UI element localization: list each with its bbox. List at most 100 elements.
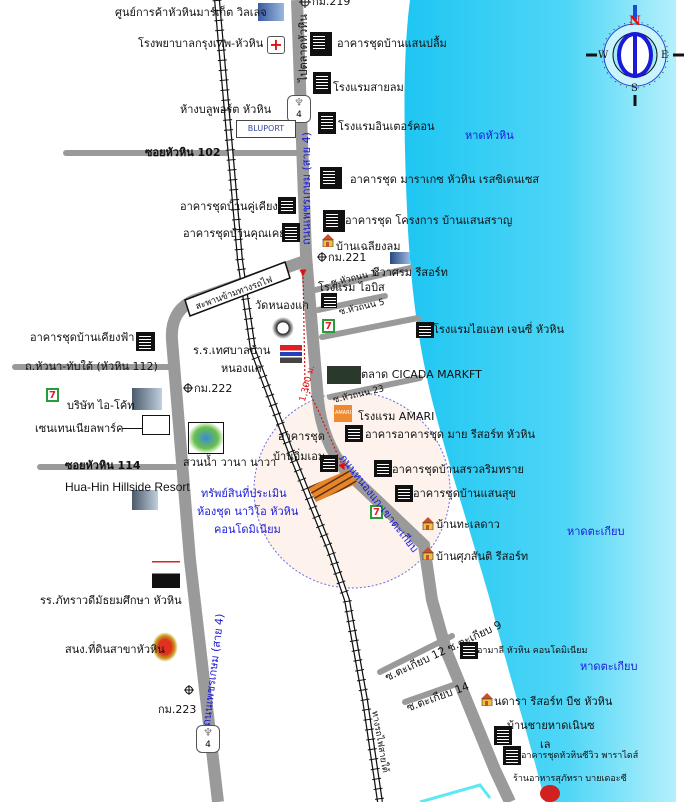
label-bluport-mall: ห้างบลูพอร์ต หัวหิน — [180, 103, 272, 116]
label-market-village: ศูนย์การค้าหัวหินมาร์เก็ต วิลเลจ — [115, 6, 267, 19]
label-baan-kiang-fah: อาคารชุดบ้านเคียงฟ้า — [30, 331, 135, 344]
label-baan-suan-rim-sai: อาคารชุดบ้านสรวลริมทราย — [392, 463, 524, 476]
label-bangkok-hospital: โรงพยาบาลกรุงเทพ-หัวหิน — [138, 37, 264, 50]
building-icon — [345, 425, 363, 442]
label-vana-nava: สวนน้ำ วานา นาวา — [183, 456, 277, 469]
building-icon — [320, 167, 342, 189]
temple-icon — [270, 315, 296, 341]
label-km221: กม.221 — [328, 251, 367, 264]
label-baan-chai-haad-line2: เล — [540, 738, 551, 751]
label-seaview-paradise: อาคารชุดหัวหินซีวิว พาราไดส์ — [521, 751, 639, 761]
label-intercon-hotel: โรงแรมอินเตอร์คอน — [338, 120, 435, 133]
building-icon — [136, 332, 155, 351]
compass-n: N — [629, 14, 641, 29]
label-baan-koo-kiang: อาคารชุดบ้านคู่เคียง — [180, 200, 278, 213]
label-baan-khun-koey: อาคารชุดบ้านคุณเคย — [183, 227, 286, 240]
label-phetkasem-top: ถนนเพชรเกษม (สาย 4) — [300, 132, 313, 245]
building-icon — [318, 112, 336, 134]
highway-4-shield-top: ♆4 — [287, 95, 311, 123]
label-baan-saen-ploen: อาคารชุดบ้านแสนปลื้ม — [337, 37, 447, 50]
building-icon — [503, 746, 521, 765]
label-baan-im-em-line1: อาคารชุด — [278, 430, 325, 443]
seven-eleven-icon: 7 — [370, 505, 383, 519]
label-baan-im-em-line2: บ้านอิ่มเอม — [273, 450, 326, 463]
label-baan-saen-saran: อาคารชุด โครงการ บ้านแสนสราญ — [345, 214, 513, 227]
garuda-icon: ♆ — [294, 96, 304, 109]
building-icon — [374, 460, 392, 477]
label-land-office: สนง.ที่ดินสาขาหัวหิน — [65, 643, 165, 656]
label-baan-chai-haad-line1: บ้านชายหาดเนินซ — [507, 719, 595, 732]
highway-4-shield-bottom: ♆4 — [196, 725, 220, 753]
office-building-icon — [132, 388, 162, 410]
compass-rose — [586, 5, 684, 106]
compass-s: S — [631, 83, 638, 94]
label-cicada: ตลาด CICADA MARKFT — [361, 368, 482, 381]
label-hua-hin-beach: หาดหัวหิน — [465, 129, 514, 142]
building-icon — [494, 726, 512, 745]
hospital-icon: + — [267, 36, 285, 54]
building-icon — [416, 322, 434, 338]
label-soi-102: ซอยหัวหิน 102 — [145, 146, 221, 159]
vana-nava-logo — [188, 422, 224, 454]
label-marrakesh: อาคารชุด มาราเกซ หัวหิน เรสซิเดนเซส — [350, 173, 540, 186]
label-centennial-park: เซนเทนเนียลพาร์ค — [35, 422, 124, 435]
label-baan-saen-suk: อาคารชุดบ้านแสนสุข — [413, 487, 517, 500]
building-icon — [323, 210, 345, 232]
house-icon — [322, 234, 334, 247]
seven-eleven-icon: 7 — [322, 319, 335, 333]
label-amari-condo: อามาลี หัวหิน คอนโดมิเนียม — [477, 646, 588, 656]
park-pointer — [122, 428, 142, 429]
building-icon — [278, 197, 296, 214]
label-soi-114: ซอยหัวหิน 114 — [65, 459, 141, 472]
label-hyatt: โรงแรมไฮแอท เจนซี่ หัวหิน — [433, 323, 565, 336]
label-km219: กม.219 — [312, 0, 351, 8]
building-icon — [313, 72, 331, 94]
label-km223: กม.223 — [158, 703, 197, 716]
distance-route — [299, 269, 345, 471]
label-baan-suphasanti: บ้านศุภสันติ รีสอร์ท — [436, 550, 529, 563]
mall-building-icon — [258, 3, 284, 21]
building-icon — [320, 455, 338, 472]
amari-logo: AMARI — [334, 405, 352, 422]
label-amari: โรงแรม AMARI — [358, 410, 435, 423]
house-icon — [422, 547, 434, 560]
label-ibis: โรงแรม ไอบิส — [318, 281, 385, 294]
label-i-cot: บริษัท ไอ-โค้ท — [67, 399, 135, 412]
park-box — [142, 415, 170, 435]
house-icon — [481, 693, 493, 706]
pool-outline — [419, 783, 492, 802]
side-roads — [12, 150, 465, 705]
label-school-line2: หนองแก — [221, 362, 262, 375]
subject-parcel — [308, 470, 358, 502]
label-takiab-beach-2: หาดตะเกียบ — [580, 660, 638, 673]
building-icon — [460, 642, 478, 659]
building-icon — [310, 32, 332, 56]
bluport-logo: BLUPORT — [236, 120, 296, 138]
restaurant-logo — [540, 785, 560, 802]
km-markers — [183, 0, 327, 695]
railway — [212, 0, 385, 802]
label-subject-line1: ทรัพย์สินที่ประเมิน — [201, 487, 287, 500]
label-dara-resort: นดารา รีสอร์ท บีช หัวหิน — [494, 695, 613, 708]
cicada-photo — [327, 366, 361, 384]
school-flag-icon — [280, 345, 302, 363]
school-icon — [152, 556, 180, 588]
seven-eleven-icon: 7 — [46, 388, 59, 402]
resort-building-icon — [390, 252, 410, 264]
label-school-line1: ร.ร.เทศบาลบ้าน — [193, 344, 271, 357]
label-road-112: ถ.หัวนา-ทับใต้ (หัวหิน 112) — [25, 360, 158, 373]
label-km222: กม.222 — [194, 382, 233, 395]
label-suphattra: ร้านอาหารสุภัทรา บายเดอะซี — [513, 774, 627, 784]
label-hillside-resort: Hua-Hin Hillside Resort — [65, 480, 190, 494]
resort-building-icon — [132, 490, 158, 510]
label-to-huahin-market: ไปตลาดหัวหิน — [297, 14, 310, 82]
label-takiab-beach-1: หาดตะเกียบ — [567, 525, 625, 538]
compass-e: E — [661, 50, 669, 61]
sea — [404, 0, 676, 802]
label-baan-talay-dao: บ้านทะเลดาว — [436, 518, 500, 531]
label-wat-nong-kae: วัดหนองแก — [255, 299, 309, 312]
garuda-emblem-icon — [152, 632, 178, 662]
label-subject-line2: ห้องชุด นาวิโอ หัวหิน — [197, 505, 299, 518]
rail-overpass — [184, 261, 291, 317]
